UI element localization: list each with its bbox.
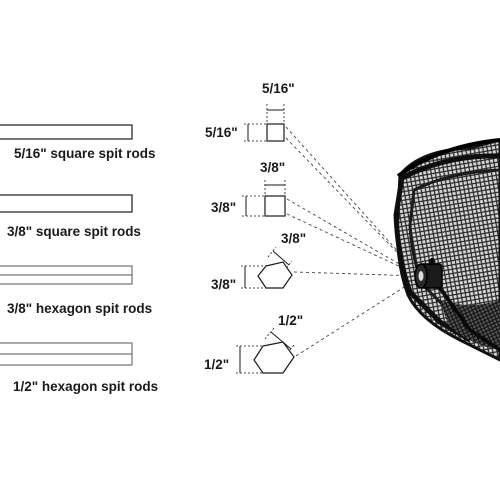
basket-front-frame	[393, 153, 500, 343]
hexagon-profile-shape	[253, 341, 295, 374]
rotisserie-basket-icon	[393, 138, 500, 362]
top-dimension-line	[272, 250, 290, 266]
profile-square-5-16: 5/16" 5/16"	[205, 81, 295, 142]
rod-item-square-3-8: 3/8" square spit rods	[0, 194, 141, 239]
rod-label: 3/8" hexagon spit rods	[7, 301, 152, 316]
basket-hub	[414, 258, 443, 289]
rod-label: 5/16" square spit rods	[14, 146, 155, 161]
rod-item-hexagon-1-2: 1/2" hexagon spit rods	[0, 342, 158, 394]
side-dimension-label: 5/16"	[205, 125, 238, 140]
profile-list: 5/16" 5/16" 3/8" 3/8" 3/8"	[204, 81, 306, 374]
rod-bar	[0, 124, 133, 140]
guide-line	[285, 137, 421, 277]
top-dimension-line	[270, 331, 292, 350]
top-dimension-label: 1/2"	[278, 313, 303, 328]
rod-item-square-5-16: 5/16" square spit rods	[0, 124, 155, 161]
top-dimension-label: 5/16"	[262, 81, 295, 96]
basket-mesh-shadow	[440, 300, 500, 350]
guide-line	[286, 198, 421, 277]
guide-lines	[285, 126, 421, 357]
hexagon-profile-shape	[257, 261, 293, 289]
guide-line	[295, 276, 421, 357]
profile-square-3-8: 3/8" 3/8"	[211, 160, 286, 217]
top-dimension-label: 3/8"	[260, 160, 285, 175]
guide-line	[286, 213, 421, 277]
square-profile-shape	[264, 195, 286, 217]
rod-label: 3/8" square spit rods	[7, 224, 141, 239]
basket-top-rim	[396, 138, 500, 178]
square-profile-shape	[266, 123, 285, 142]
rod-label: 1/2" hexagon spit rods	[13, 379, 158, 394]
basket-lower-bar	[438, 286, 500, 352]
profile-hexagon-1-2: 1/2" 1/2"	[204, 313, 303, 374]
top-dimension-label: 3/8"	[281, 231, 306, 246]
rod-list: 5/16" square spit rods 3/8" square spit …	[0, 124, 158, 394]
profile-hexagon-3-8: 3/8" 3/8"	[211, 231, 306, 292]
rod-bar	[0, 194, 133, 213]
side-dimension-label: 3/8"	[211, 277, 236, 292]
rod-item-hexagon-3-8: 3/8" hexagon spit rods	[0, 265, 152, 316]
side-dimension-label: 3/8"	[211, 200, 236, 215]
hub-hole	[418, 271, 424, 281]
side-dimension-label: 1/2"	[204, 357, 229, 372]
